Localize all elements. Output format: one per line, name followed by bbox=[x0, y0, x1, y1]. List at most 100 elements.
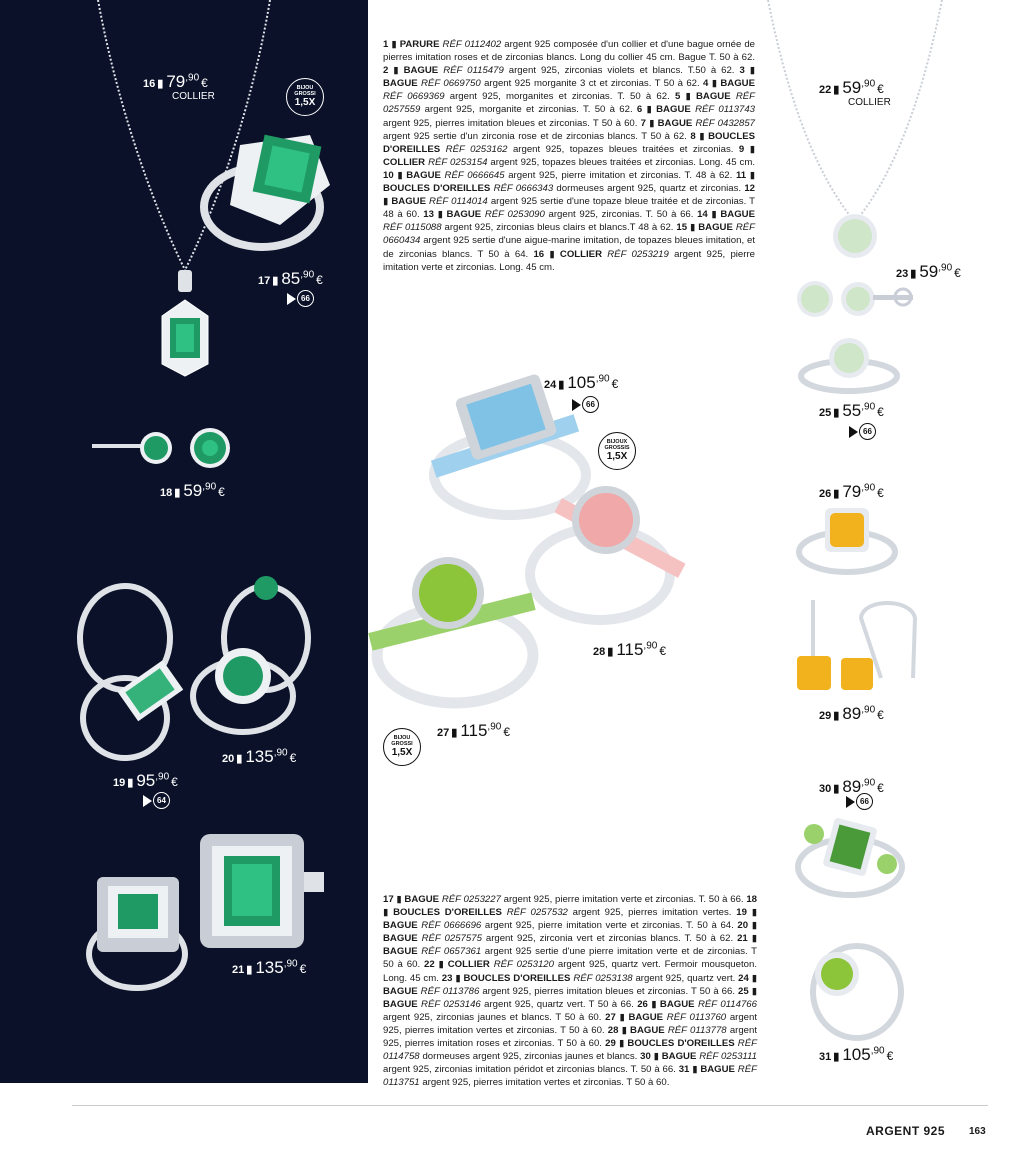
description-name: BAGUE bbox=[720, 209, 755, 221]
description-text: argent 925, morganites et zirconias. T. … bbox=[449, 91, 675, 103]
description-text: argent 925, pierres imitation vertes et … bbox=[383, 1011, 758, 1036]
description-entry-29: 29 ▮ BOUCLES D'OREILLES RÉF 0114758 dorm… bbox=[383, 1038, 757, 1062]
price-26: 26▮79,90€ bbox=[819, 482, 884, 501]
description-text: argent 925, zirconias imitation péridot … bbox=[383, 1064, 679, 1076]
description-text: argent 925, pierre imitation verte et zi… bbox=[503, 894, 747, 905]
description-text: argent 925, pierre imitation verte et zi… bbox=[484, 920, 738, 932]
product-21b-ring-image bbox=[200, 834, 324, 948]
description-ref: RÉF 0257559 bbox=[383, 91, 755, 116]
description-text: argent 925, pierres imitation bleues et … bbox=[383, 117, 641, 129]
description-ref: RÉF 0666343 bbox=[493, 183, 557, 195]
description-name: BAGUE bbox=[720, 78, 755, 90]
description-ref: RÉF 0114014 bbox=[429, 196, 491, 208]
description-text: argent 925, zirconias. T. 50 à 66. bbox=[548, 209, 698, 221]
description-ref: RÉF 0253154 bbox=[428, 156, 491, 168]
product-22-necklace-image bbox=[767, 0, 943, 258]
price-16-label: COLLIER bbox=[172, 91, 215, 102]
description-ref: RÉF 0113778 bbox=[667, 1024, 730, 1036]
description-entry-16: 16 ▮ COLLIER RÉF 0253219 argent 925, pie… bbox=[383, 249, 755, 273]
page-ref-66-badge-30: 66 bbox=[846, 793, 873, 810]
description-entry-19: 19 ▮ BAGUE RÉF 0666696 argent 925, pierr… bbox=[383, 907, 757, 931]
description-entry-2: 2 ▮ BAGUE RÉF 0115479 argent 925, zircon… bbox=[383, 65, 739, 76]
description-text: argent 925, quartz vert. T 50 à 66. bbox=[484, 998, 638, 1010]
description-entry-28: 28 ▮ BAGUE RÉF 0113778 argent 925, pierr… bbox=[383, 1025, 757, 1049]
description-ref: RÉF 0115479 bbox=[443, 65, 509, 77]
description-number: 21 ▮ bbox=[737, 933, 757, 945]
description-ref: RÉF 0113743 bbox=[695, 104, 756, 116]
description-text: argent 925, zirconias jaunes et blancs. … bbox=[383, 1011, 606, 1023]
description-ref: RÉF 0115088 bbox=[383, 222, 445, 234]
price-18: 18▮59,90€ bbox=[160, 481, 225, 500]
description-text: argent 925, topazes bleues traitées et z… bbox=[512, 143, 739, 155]
product-28-ring-image bbox=[525, 486, 686, 625]
page-ref-66-badge-17: 66 bbox=[287, 290, 314, 307]
price-25: 25▮55,90€ bbox=[819, 401, 884, 420]
description-text: argent 925, pierres imitation vertes et … bbox=[422, 1077, 670, 1089]
product-17-ring-image bbox=[200, 134, 330, 251]
description-name: BAGUE bbox=[404, 894, 442, 905]
description-number: 7 ▮ bbox=[640, 117, 658, 129]
description-entry-1: 1 ▮ PARURE RÉF 0112402 argent 925 compos… bbox=[383, 39, 755, 63]
description-text: argent 925 sertie d'une topaze bleue tra… bbox=[383, 196, 756, 221]
description-name: BOUCLES D'OREILLES bbox=[627, 1038, 738, 1050]
description-number: 24 ▮ bbox=[738, 972, 757, 984]
description-name: BAGUE bbox=[403, 65, 444, 77]
description-text: argent 925, zirconias violets et blancs.… bbox=[508, 65, 740, 77]
description-text: argent 925, pierre imitation et zirconia… bbox=[508, 169, 736, 181]
description-entry-9: 9 ▮ COLLIER RÉF 0253154 argent 925, topa… bbox=[383, 144, 755, 168]
description-number: 4 ▮ bbox=[703, 78, 721, 90]
description-text: argent 925, pierres imitation bleues et … bbox=[482, 985, 739, 997]
description-name: BOUCLES D'OREILLES bbox=[463, 972, 574, 984]
price-21: 21▮135,90€ bbox=[232, 958, 307, 977]
footer-section-title: ARGENT 925 bbox=[866, 1124, 946, 1138]
description-entry-27: 27 ▮ BAGUE RÉF 0113760 argent 925, pierr… bbox=[383, 1012, 757, 1036]
description-name: BAGUE bbox=[659, 998, 698, 1010]
description-name: BAGUE bbox=[628, 1011, 667, 1023]
description-number: 6 ▮ bbox=[636, 104, 657, 116]
price-22: 22▮59,90€ bbox=[819, 78, 884, 97]
description-ref: RÉF 0113751 bbox=[383, 1064, 757, 1089]
description-entry-31: 31 ▮ BAGUE RÉF 0113751 argent 925, pierr… bbox=[383, 1064, 757, 1088]
description-name: BAGUE bbox=[406, 169, 445, 181]
product-31-ring-image bbox=[810, 943, 904, 1041]
description-entry-21: 21 ▮ BAGUE RÉF 0657361 argent 925 sertie… bbox=[383, 933, 757, 970]
description-entry-8: 8 ▮ BOUCLES D'OREILLES RÉF 0253162 argen… bbox=[383, 131, 755, 155]
description-name: COLLIER bbox=[559, 248, 608, 260]
description-number: 1 ▮ bbox=[383, 39, 400, 50]
description-text: argent 925, quartz vert. Fermoir mousque… bbox=[383, 959, 757, 984]
description-number: 5 ▮ bbox=[674, 91, 696, 103]
page-ref-66-badge-25: 66 bbox=[849, 423, 876, 440]
description-text: argent 925, quartz vert. bbox=[635, 972, 739, 984]
description-entry-22: 22 ▮ COLLIER RÉF 0253120 argent 925, qua… bbox=[383, 959, 757, 983]
page-ref-64-badge-19: 64 bbox=[143, 792, 170, 809]
price-16: 16▮79,90€ bbox=[143, 72, 208, 91]
description-ref: RÉF 0253227 bbox=[441, 894, 504, 905]
description-entry-4: 4 ▮ BAGUE RÉF 0669369 argent 925, morgan… bbox=[383, 78, 755, 102]
description-number: 31 ▮ bbox=[678, 1064, 701, 1076]
description-number: 19 ▮ bbox=[736, 907, 757, 919]
description-entry-18: 18 ▮ BOUCLES D'OREILLES RÉF 0257532 arge… bbox=[383, 894, 757, 918]
description-name: BAGUE bbox=[700, 1064, 738, 1076]
price-29: 29▮89,90€ bbox=[819, 704, 884, 723]
description-number: 9 ▮ bbox=[738, 143, 755, 155]
description-text: argent 925 sertie d'un zirconia rose et … bbox=[383, 130, 691, 142]
product-20-ring-image bbox=[190, 576, 311, 735]
description-ref: RÉF 0114766 bbox=[697, 998, 757, 1010]
price-27: 27▮115,90€ bbox=[437, 721, 511, 740]
description-text: argent 925, pierres imitation vertes. bbox=[572, 907, 737, 919]
description-entry-14: 14 ▮ BAGUE RÉF 0115088 argent 925, zirco… bbox=[383, 209, 755, 233]
description-number: 16 ▮ bbox=[533, 248, 560, 260]
description-ref: RÉF 0669369 bbox=[383, 91, 450, 103]
description-entry-20: 20 ▮ BAGUE RÉF 0257575 argent 925, zirco… bbox=[383, 920, 757, 944]
description-entry-6: 6 ▮ BAGUE RÉF 0113743 argent 925, pierre… bbox=[383, 104, 755, 128]
description-number: 13 ▮ bbox=[423, 209, 447, 221]
description-entry-5: 5 ▮ BAGUE RÉF 0257559 argent 925, morgan… bbox=[383, 91, 755, 115]
description-text: argent 925, zirconia vert et zirconias b… bbox=[485, 933, 738, 945]
description-number: 12 ▮ bbox=[383, 183, 756, 208]
description-text: argent 925 sertie d'une aigue-marine imi… bbox=[383, 235, 755, 260]
description-text: argent 925, zirconias bleus clairs et bl… bbox=[444, 222, 677, 234]
price-23: 23▮59,90€ bbox=[896, 262, 961, 281]
description-text: dormeuses argent 925, quartz et zirconia… bbox=[556, 183, 745, 195]
